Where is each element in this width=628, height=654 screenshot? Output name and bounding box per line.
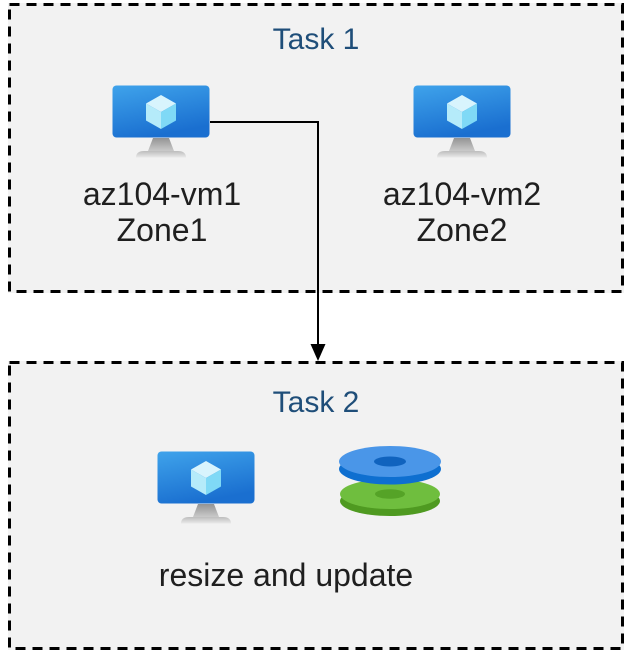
virtual-machine-icon	[413, 85, 511, 158]
task2-title: Task 2	[272, 386, 360, 419]
flow-arrow-head-icon	[310, 344, 326, 361]
disks-icon	[338, 443, 442, 517]
vm2-label: az104-vm2 Zone2	[322, 176, 602, 248]
vm2-zone: Zone2	[416, 212, 508, 248]
vm2-name: az104-vm2	[382, 176, 542, 212]
task1-box: Task 1 az104-vm1 Zone1 az104-vm2 Zone2	[8, 3, 624, 293]
task1-title: Task 1	[272, 23, 360, 56]
vm1-label: az104-vm1 Zone1	[22, 176, 302, 248]
vm1-name: az104-vm1	[82, 176, 242, 212]
vm1-zone: Zone1	[116, 212, 208, 248]
task2-box: Task 2 resize and update	[8, 361, 624, 650]
virtual-machine-icon	[112, 85, 210, 158]
task2-caption: resize and update	[158, 557, 414, 593]
virtual-machine-icon	[157, 451, 255, 524]
